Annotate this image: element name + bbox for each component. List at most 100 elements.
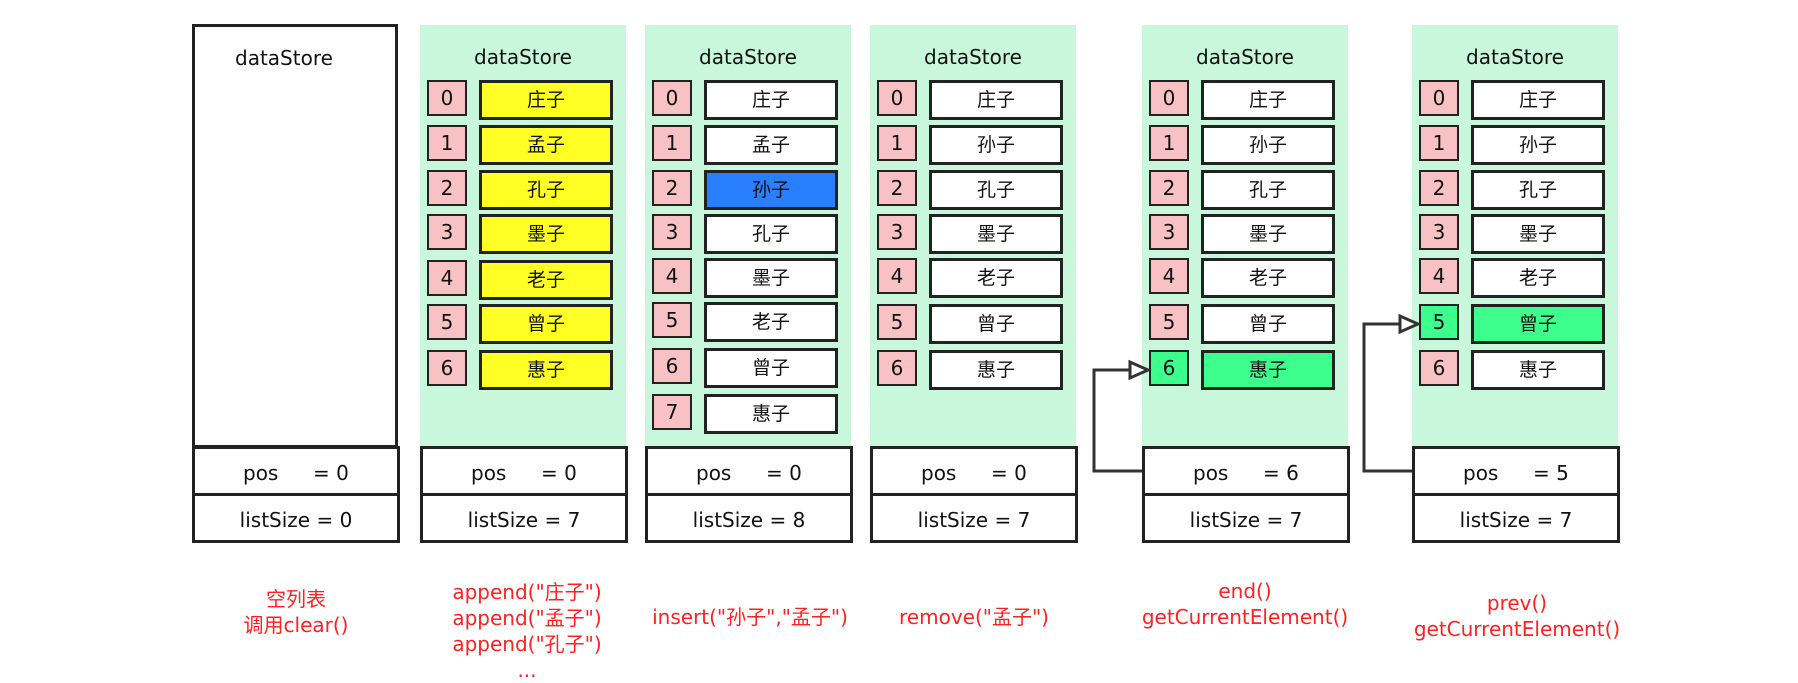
caption-append: append("庄子") append("孟子") append("孔子") .… (397, 579, 657, 683)
value-cell: 孔子 (929, 170, 1063, 210)
list-item: 4 墨子 (645, 258, 851, 298)
value-cell: 惠子 (929, 350, 1063, 390)
datastore-title: dataStore (699, 45, 797, 69)
list-item: 2 孔子 (420, 170, 626, 210)
index-cell: 0 (877, 80, 917, 116)
list-item: 2 孔子 (870, 170, 1076, 210)
list-item: 1 孟子 (420, 125, 626, 165)
value-cell: 庄子 (704, 80, 838, 120)
pos-label: pos (1193, 461, 1229, 485)
caption-line: end() (1218, 579, 1272, 603)
value-cell: 孟子 (479, 125, 613, 165)
caption-line: 空列表 (266, 587, 326, 611)
index-cell: 2 (1419, 170, 1459, 206)
list-item: 2 孔子 (1412, 170, 1618, 210)
value-cell: 老子 (479, 260, 613, 300)
value-cell: 孙子 (1471, 125, 1605, 165)
caption-line: getCurrentElement() (1413, 617, 1621, 641)
caption-line: append("庄子") (452, 580, 602, 604)
index-cell: 0 (427, 80, 467, 116)
list-item: 0 庄子 (870, 80, 1076, 120)
value-cell: 老子 (1201, 258, 1335, 298)
caption-line: getCurrentElement() (1141, 605, 1349, 629)
pos-value: = 6 (1263, 461, 1299, 485)
pos-box: pos = 5 (1412, 446, 1620, 496)
index-cell: 2 (427, 170, 467, 206)
index-cell: 3 (1149, 214, 1189, 250)
listsize-text: listSize = 7 (1189, 508, 1303, 532)
value-cell: 孙子 (704, 170, 838, 210)
caption-line: ... (517, 658, 537, 682)
pos-box: pos = 0 (870, 446, 1078, 496)
listsize-text: listSize = 7 (467, 508, 581, 532)
value-cell: 孙子 (929, 125, 1063, 165)
index-cell: 7 (652, 394, 692, 430)
listsize-text: listSize = 8 (692, 508, 806, 532)
index-cell: 2 (877, 170, 917, 206)
index-cell: 5 (652, 302, 692, 338)
index-cell: 2 (652, 170, 692, 206)
listsize-box: listSize = 7 (870, 493, 1078, 543)
list-item: 3 墨子 (1142, 214, 1348, 254)
listsize-text: listSize = 7 (917, 508, 1031, 532)
value-cell: 墨子 (929, 214, 1063, 254)
value-cell: 墨子 (1201, 214, 1335, 254)
value-cell: 曾子 (1201, 304, 1335, 344)
datastore-title: dataStore (1196, 45, 1294, 69)
list-item: 2 孙子 (645, 170, 851, 210)
index-cell: 1 (427, 125, 467, 161)
index-cell: 4 (652, 258, 692, 294)
listsize-box: listSize = 7 (420, 493, 628, 543)
index-cell: 6 (877, 350, 917, 386)
index-cell: 1 (877, 125, 917, 161)
value-cell: 墨子 (704, 258, 838, 298)
index-cell: 1 (652, 125, 692, 161)
caption-remove: remove("孟子") (844, 604, 1104, 630)
value-cell: 惠子 (1471, 350, 1605, 390)
list-item: 6 惠子 (870, 350, 1076, 390)
value-cell: 墨子 (479, 214, 613, 254)
value-cell: 老子 (1471, 258, 1605, 298)
list-item: 3 墨子 (870, 214, 1076, 254)
value-cell: 庄子 (929, 80, 1063, 120)
value-cell: 孔子 (1471, 170, 1605, 210)
caption-line: append("孔子") (452, 632, 602, 656)
caption-line: append("孟子") (452, 606, 602, 630)
value-cell: 惠子 (479, 350, 613, 390)
value-cell: 曾子 (929, 304, 1063, 344)
index-cell: 4 (427, 260, 467, 296)
pos-label: pos (1463, 461, 1499, 485)
listsize-box: listSize = 8 (645, 493, 853, 543)
value-cell: 孔子 (1201, 170, 1335, 210)
index-cell: 5 (877, 304, 917, 340)
datastore-title: dataStore (474, 45, 572, 69)
pos-value: = 0 (991, 461, 1027, 485)
index-cell: 4 (1149, 258, 1189, 294)
pos-label: pos (696, 461, 732, 485)
index-cell: 3 (877, 214, 917, 250)
pos-value: = 5 (1533, 461, 1569, 485)
pos-pointer-arrow-end (1092, 359, 1152, 473)
pos-value: = 0 (541, 461, 577, 485)
list-item: 5 曾子 (870, 304, 1076, 344)
index-cell: 6 (1419, 350, 1459, 386)
value-cell: 曾子 (1471, 304, 1605, 344)
value-cell: 孔子 (479, 170, 613, 210)
